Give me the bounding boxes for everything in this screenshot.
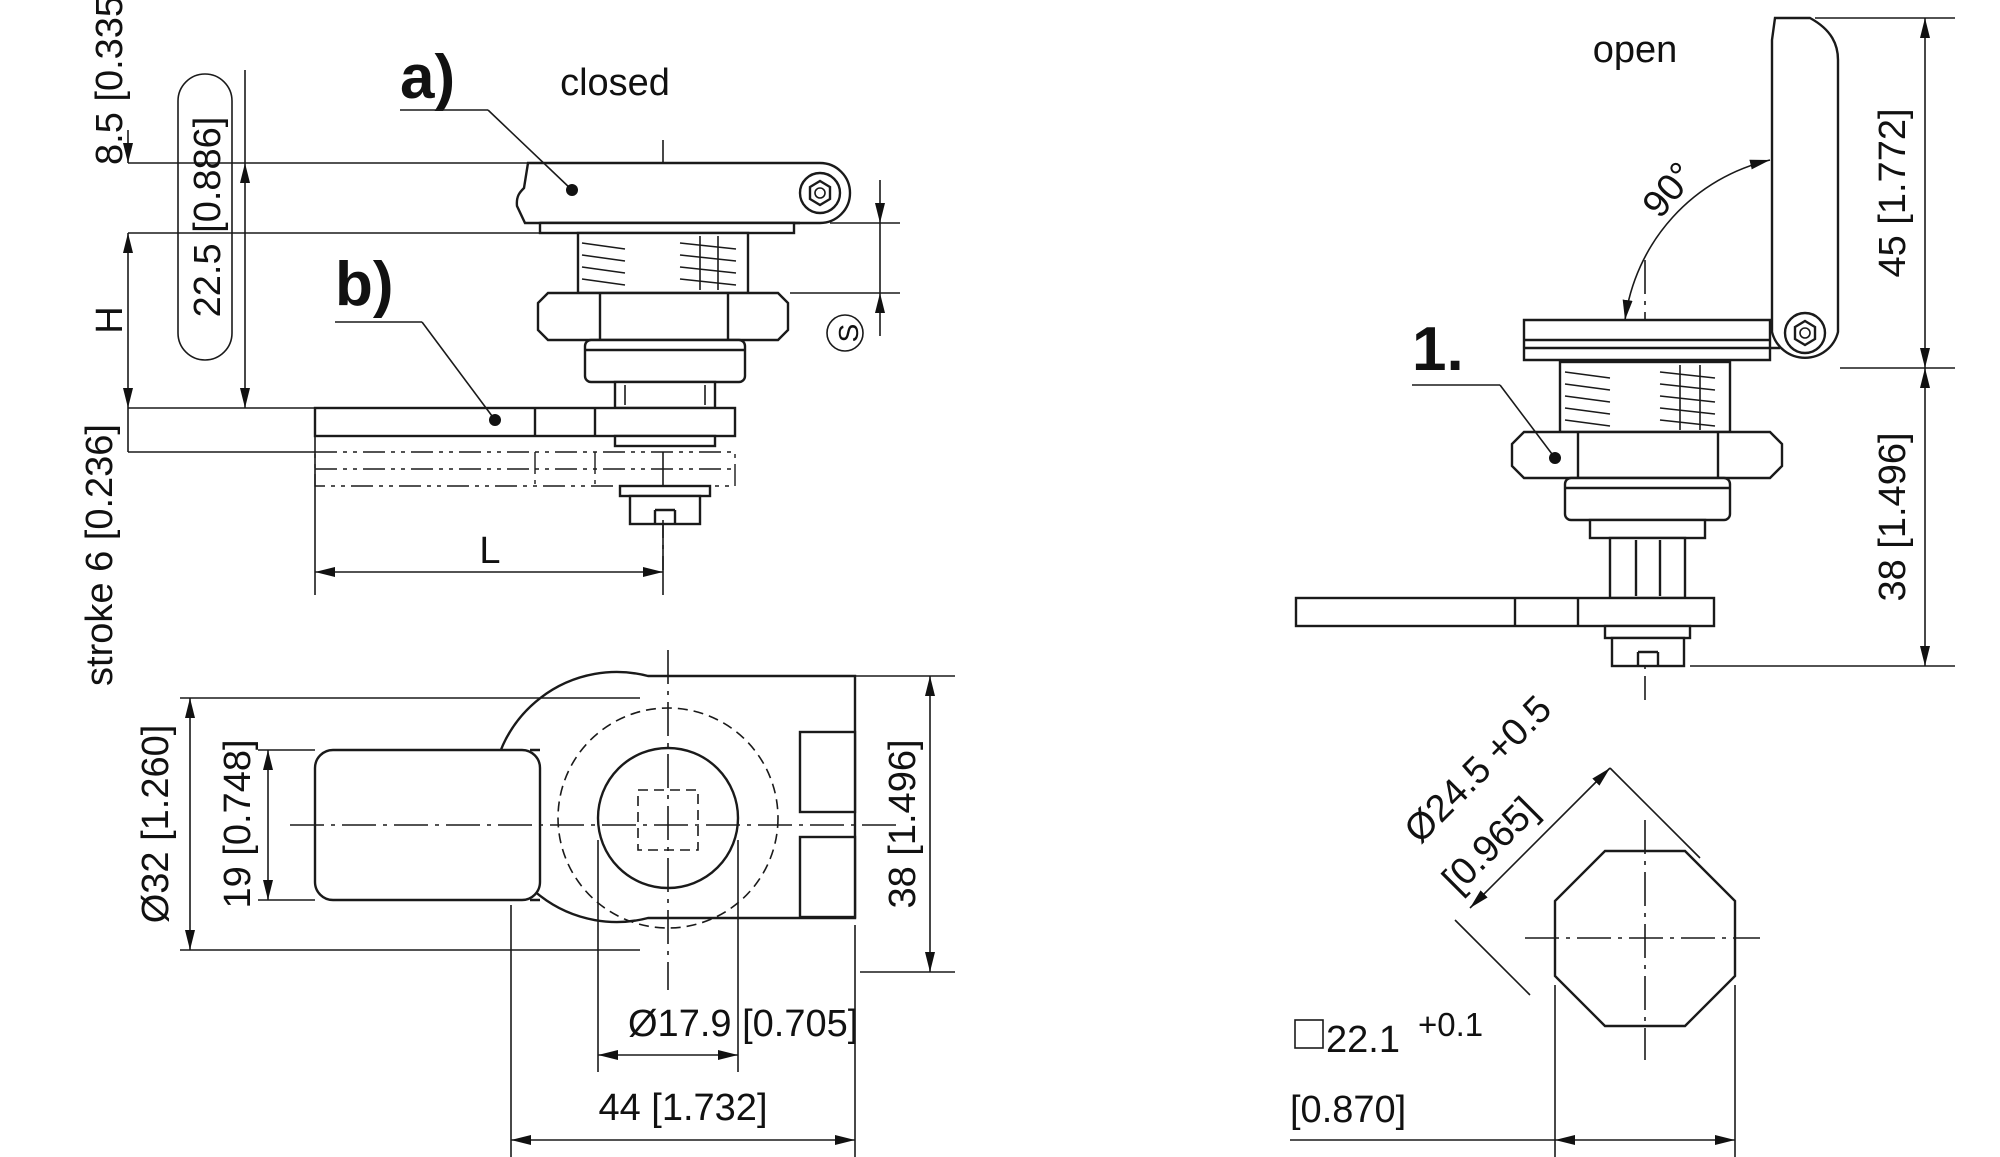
panel-cutout: Ø24.5 +0.5 [0.965] 22.1 +0.1 [0.870] xyxy=(1290,688,1760,1157)
square-symbol-icon xyxy=(1294,1019,1324,1049)
hex-nut xyxy=(536,291,790,342)
open-side-view xyxy=(1294,16,1840,700)
dim-s-label: S xyxy=(833,324,864,343)
dim-l: L xyxy=(315,530,663,577)
angle-label: 90° xyxy=(1635,155,1704,226)
cam-b xyxy=(313,406,737,438)
label-a: a) xyxy=(400,43,455,112)
sq-tol-label: +0.1 xyxy=(1418,1006,1483,1043)
open-label: open xyxy=(1593,29,1678,71)
closed-side-view xyxy=(313,140,852,570)
dim-38-side-label: 38 [1.496] xyxy=(1872,432,1914,601)
dim-22-5-label: 22.5 [0.886] xyxy=(187,117,229,318)
dim-8-5: 8.5 [0.335] H xyxy=(89,0,133,408)
dim-8-5-label: 8.5 [0.335] xyxy=(89,0,131,165)
callouts-closed: a) b) closed xyxy=(335,43,670,426)
dim-38-front-label: 38 [1.496] xyxy=(882,739,924,908)
dim-22-5: 22.5 [0.886] xyxy=(177,70,250,408)
handle-open xyxy=(1770,16,1840,359)
dim-32-label: Ø32 [1.260] xyxy=(135,725,177,924)
dim-45-label: 45 [1.772] xyxy=(1872,108,1914,277)
dim-stroke-label: stroke 6 [0.236] xyxy=(79,424,121,686)
dim-44-label: 44 [1.732] xyxy=(598,1087,767,1129)
s-circle-icon xyxy=(826,314,864,352)
hex-screw-icon xyxy=(798,171,842,215)
hex-screw-open-icon xyxy=(1783,311,1827,355)
dim-stroke: stroke 6 [0.236] xyxy=(79,408,129,686)
front-view xyxy=(290,650,900,990)
sq-label: 22.1 xyxy=(1326,1019,1400,1061)
sq-inch-label: [0.870] xyxy=(1290,1089,1406,1131)
label-one: 1. xyxy=(1412,315,1464,384)
handle-a xyxy=(515,161,852,225)
front-view-dims: Ø32 [1.260] 19 [0.748] 38 [1.496] Ø17.9 … xyxy=(135,675,955,1157)
closed-label: closed xyxy=(560,62,670,104)
dim-s: S xyxy=(826,180,885,352)
cam-open xyxy=(1294,596,1716,628)
label-b: b) xyxy=(335,250,394,319)
dim-17-9-label: Ø17.9 [0.705] xyxy=(628,1003,858,1045)
dim-h-label: H xyxy=(89,306,131,333)
dim-19-label: 19 [0.748] xyxy=(217,739,259,908)
dim-l-label: L xyxy=(479,530,500,572)
